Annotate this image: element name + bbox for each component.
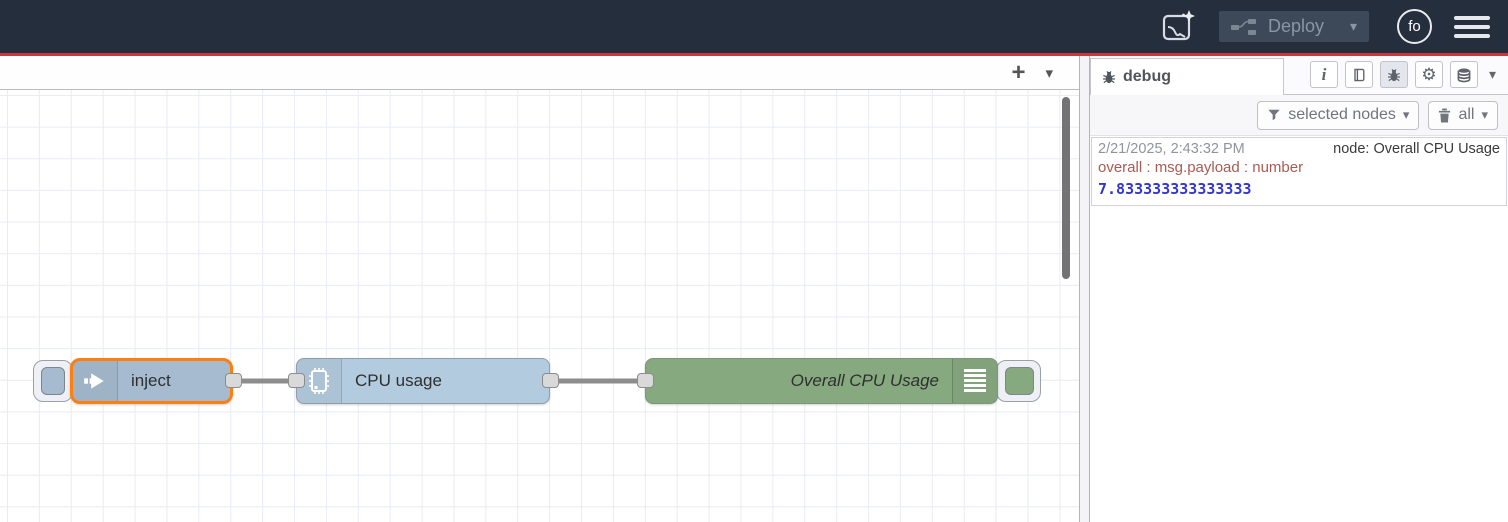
wires[interactable]: [0, 90, 1079, 522]
node-overall-cpu-usage[interactable]: Overall CPU Usage: [645, 358, 998, 404]
deploy-button[interactable]: Deploy ▾: [1219, 11, 1369, 42]
help-tab-button[interactable]: [1344, 61, 1373, 88]
context-data-tab-button[interactable]: [1449, 61, 1478, 88]
ai-assistant-icon[interactable]: [1159, 8, 1197, 46]
inject-trigger-button-inner: [41, 367, 65, 395]
tab-debug-label: debug: [1123, 68, 1171, 85]
flow-list-caret-icon[interactable]: ▾: [1045, 64, 1053, 82]
debug-filter-button[interactable]: selected nodes ▾: [1257, 100, 1420, 130]
clear-caret-icon: ▾: [1481, 107, 1488, 122]
debug-message-property: overall : msg.payload : number: [1098, 159, 1304, 176]
context-db-icon: [1457, 67, 1471, 82]
debug-message[interactable]: 2/21/2025, 2:43:32 PM node: Overall CPU …: [1091, 137, 1507, 206]
node-overall-cpu-usage-label: Overall CPU Usage: [790, 371, 939, 390]
main-menu-icon[interactable]: [1454, 15, 1490, 38]
arrow-right-icon: [73, 361, 118, 401]
node-inject-label: inject: [131, 371, 171, 390]
port-cpu-input[interactable]: [288, 373, 305, 388]
info-tab-button[interactable]: i: [1309, 61, 1338, 88]
canvas-vertical-scrollbar[interactable]: [1062, 97, 1070, 279]
debug-message-source-node: node: Overall CPU Usage: [1333, 141, 1500, 157]
bug-icon: [1103, 71, 1115, 84]
console-list-icon: [952, 359, 997, 403]
port-cpu-output[interactable]: [542, 373, 559, 388]
filter-caret-icon: ▾: [1402, 107, 1410, 122]
user-avatar[interactable]: fo: [1397, 9, 1432, 44]
flow-canvas[interactable]: inject: [0, 90, 1079, 522]
deploy-status-red-line: [0, 53, 1508, 56]
deploy-nodes-icon: [1231, 18, 1257, 36]
avatar-initials: fo: [1408, 18, 1421, 35]
port-inject-output[interactable]: [225, 373, 242, 388]
debug-clear-label: all: [1458, 106, 1475, 123]
debug-clear-button[interactable]: all ▾: [1428, 100, 1498, 130]
filter-funnel-icon: [1268, 109, 1280, 121]
add-flow-button[interactable]: +: [1011, 58, 1026, 86]
debug-message-list: 2/21/2025, 2:43:32 PM node: Overall CPU …: [1090, 136, 1508, 522]
debug-message-timestamp: 2/21/2025, 2:43:32 PM: [1098, 141, 1245, 157]
sidebar-tool-buttons: i: [1309, 61, 1508, 88]
deploy-label: Deploy: [1268, 16, 1325, 36]
debug-tab-button[interactable]: [1379, 61, 1408, 88]
debug-enable-toggle-inner: [1005, 367, 1034, 395]
trash-icon: [1439, 108, 1451, 122]
book-icon: [1354, 68, 1365, 81]
sidebar-resizer[interactable]: [1080, 56, 1089, 522]
node-cpu-usage-label: CPU usage: [355, 371, 442, 390]
inject-trigger-button[interactable]: [33, 360, 73, 402]
tab-debug[interactable]: debug: [1090, 58, 1284, 95]
port-debug-input[interactable]: [637, 373, 654, 388]
node-cpu-usage[interactable]: CPU usage: [296, 358, 550, 404]
debug-filter-label: selected nodes: [1288, 106, 1396, 123]
flow-tab-bar: + ▾: [0, 56, 1079, 90]
sidebar-menu-caret-icon[interactable]: ▾: [1488, 66, 1496, 82]
sidebar-tab-bar: debug i: [1090, 56, 1508, 95]
debug-filter-toolbar: selected nodes ▾ all ▾: [1090, 95, 1508, 136]
bug-icon: [1387, 68, 1400, 81]
gear-icon: ⚙: [1421, 64, 1437, 84]
header-bar: Deploy ▾ fo: [0, 0, 1508, 53]
workspace: + ▾ inject: [0, 56, 1080, 522]
config-nodes-tab-button[interactable]: ⚙: [1414, 61, 1443, 88]
debug-sidebar: debug i: [1089, 56, 1508, 522]
deploy-options-caret-icon[interactable]: ▾: [1349, 18, 1357, 34]
node-inject[interactable]: inject: [70, 358, 233, 404]
debug-message-value[interactable]: 7.833333333333333: [1098, 180, 1252, 198]
info-icon: i: [1321, 64, 1327, 84]
